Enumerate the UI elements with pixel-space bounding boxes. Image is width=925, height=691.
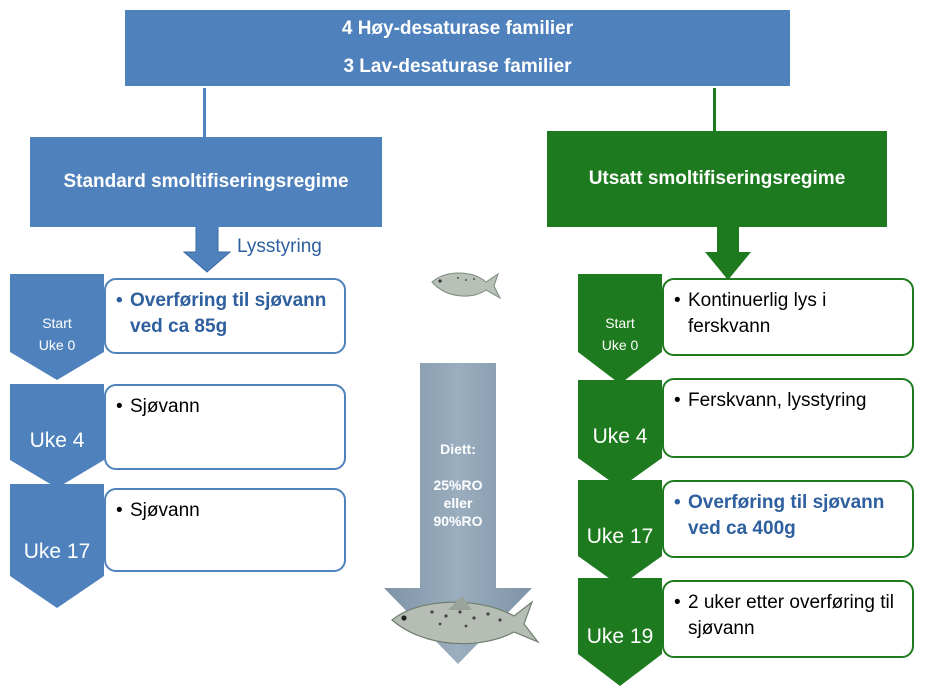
delayed-regime-box: Utsatt smoltifiseringsregime — [547, 131, 887, 227]
right-step-3-box: • 2 uker etter overføring til sjøvann — [662, 580, 914, 658]
standard-regime-title: Standard smoltifiseringsregime — [63, 171, 349, 192]
right-step-1-text: Ferskvann, lysstyring — [688, 390, 867, 411]
bullet: • — [674, 592, 681, 613]
left-step-0-text: Overføring til sjøvann ved ca 85g — [130, 290, 327, 337]
left-step-2-text: Sjøvann — [130, 500, 200, 521]
right-step-0-chevron-label: Start Uke 0 — [578, 312, 662, 356]
diet-label: Diett: — [440, 441, 476, 457]
bullet: • — [116, 500, 123, 521]
lysstyring-label: Lysstyring — [237, 236, 322, 257]
right-step-2-box: • Overføring til sjøvann ved ca 400g — [662, 480, 914, 558]
left-chevron-2 — [10, 484, 104, 608]
desaturase-families-box: 4 Høy-desaturase familier 3 Lav-desatura… — [125, 10, 790, 86]
header-line-2: 3 Lav-desaturase familier — [343, 56, 572, 77]
salmon-icon-small — [431, 272, 502, 300]
salmon-icon-large — [391, 596, 540, 645]
diet-value-2: 90%RO — [433, 513, 483, 529]
right-step-0-box: • Kontinuerlig lys i ferskvann — [662, 278, 914, 356]
left-step-2-box: • Sjøvann — [104, 488, 346, 572]
right-step-2-week: Uke 17 — [586, 525, 654, 548]
left-chevron-1 — [10, 384, 104, 488]
diet-text: Diett: 25%RO eller 90%RO — [420, 440, 496, 530]
left-step-0-box: • Overføring til sjøvann ved ca 85g — [104, 278, 346, 354]
bullet: • — [674, 390, 681, 411]
left-connector-line — [203, 88, 206, 138]
right-chevron-1 — [578, 380, 662, 488]
right-step-1-week: Uke 4 — [592, 425, 648, 448]
bullet: • — [674, 492, 681, 513]
right-connector-line — [713, 88, 716, 132]
right-step-0-week: Uke 0 — [601, 337, 639, 353]
bullet: • — [116, 290, 123, 311]
diet-down-arrow — [384, 363, 532, 664]
left-step-0-week: Uke 0 — [38, 337, 76, 353]
standard-regime-box: Standard smoltifiseringsregime — [30, 137, 382, 227]
left-step-2-week: Uke 17 — [23, 540, 91, 563]
right-down-arrow — [705, 226, 751, 280]
left-lysstyring-arrow — [182, 225, 232, 273]
right-step-0-text: Kontinuerlig lys i ferskvann — [688, 290, 827, 337]
right-step-0-start: Start — [605, 315, 635, 331]
diet-or: eller — [443, 495, 473, 511]
left-step-1-week: Uke 4 — [29, 429, 85, 452]
left-step-1-text: Sjøvann — [130, 396, 200, 417]
right-chevron-0 — [578, 274, 662, 384]
delayed-regime-title: Utsatt smoltifiseringsregime — [588, 168, 846, 189]
diet-value-1: 25%RO — [433, 477, 483, 493]
left-step-0-chevron-label: Start Uke 0 — [10, 312, 104, 356]
left-chevron-0 — [10, 274, 104, 380]
bullet: • — [674, 290, 681, 311]
right-chevron-2 — [578, 480, 662, 586]
left-step-1-box: • Sjøvann — [104, 384, 346, 470]
header-line-1: 4 Høy-desaturase familier — [341, 18, 574, 39]
left-step-0-start: Start — [42, 315, 72, 331]
right-step-3-week: Uke 19 — [586, 625, 654, 648]
right-chevron-3 — [578, 578, 662, 686]
right-step-2-text: Overføring til sjøvann ved ca 400g — [688, 492, 885, 539]
right-step-3-text: 2 uker etter overføring til sjøvann — [688, 592, 894, 639]
right-step-1-box: • Ferskvann, lysstyring — [662, 378, 914, 458]
bullet: • — [116, 396, 123, 417]
